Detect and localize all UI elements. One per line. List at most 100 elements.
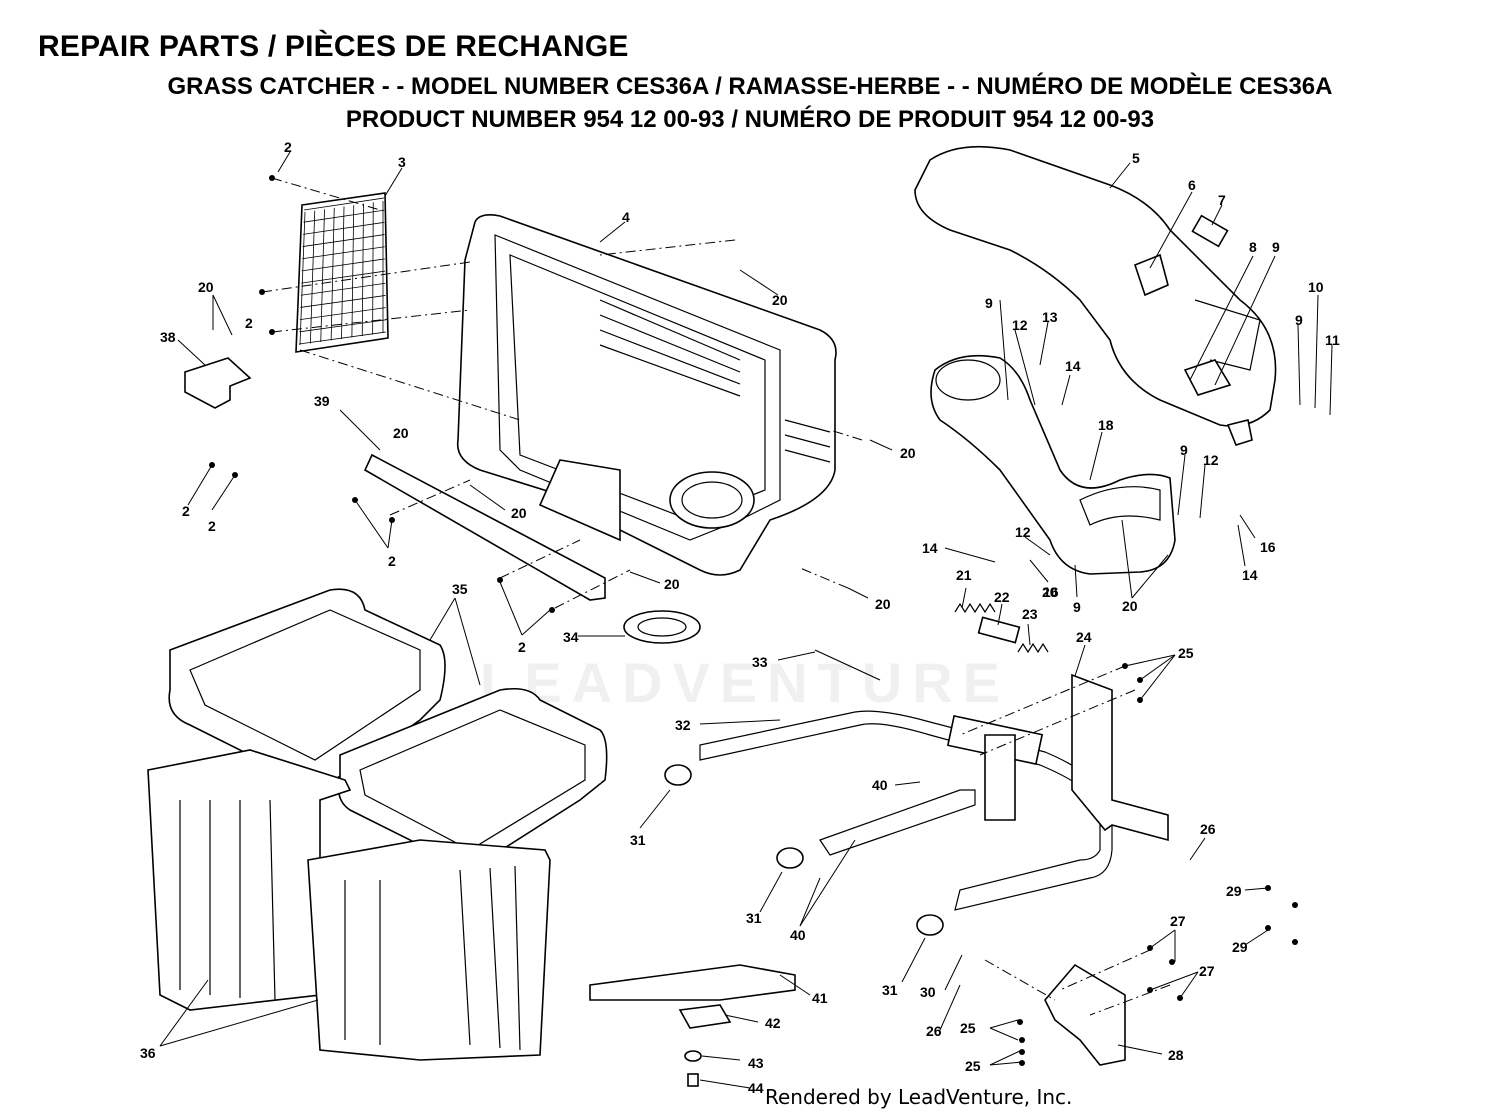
page-title: REPAIR PARTS / PIÈCES DE RECHANGE xyxy=(38,30,629,63)
part-28-bracket xyxy=(1044,963,1126,1066)
callout-36: 36 xyxy=(140,1045,156,1061)
callout-labels: 2 3 4 5 6 7 8 9 9 9 9 9 10 11 12 12 12 1… xyxy=(140,139,1340,1096)
callout-3: 3 xyxy=(398,154,406,170)
part-38-bracket xyxy=(184,357,252,409)
part-41-blade xyxy=(589,964,796,1001)
callout-31a: 31 xyxy=(630,832,646,848)
callout-20b: 20 xyxy=(198,279,214,295)
part-lower-chute xyxy=(930,354,1176,575)
part-39-plate xyxy=(363,453,606,601)
model-number-line: GRASS CATCHER - - MODEL NUMBER CES36A / … xyxy=(167,73,1333,100)
callout-14a: 14 xyxy=(1065,358,1081,374)
callout-2b: 2 xyxy=(245,315,253,331)
callout-30: 30 xyxy=(920,984,936,1000)
callout-32: 32 xyxy=(675,717,691,733)
callout-43: 43 xyxy=(748,1055,764,1071)
part-23-spring xyxy=(1017,642,1049,654)
callout-9c: 9 xyxy=(1295,312,1303,328)
callout-33: 33 xyxy=(752,654,768,670)
callout-29a: 29 xyxy=(1226,883,1242,899)
callout-18: 18 xyxy=(1098,417,1114,433)
part-22-sleeve xyxy=(977,616,1021,644)
callout-4: 4 xyxy=(622,209,630,225)
callout-29b: 29 xyxy=(1232,939,1248,955)
callout-20g: 20 xyxy=(875,596,891,612)
part-42-adapter xyxy=(678,1004,732,1029)
callout-12c: 12 xyxy=(1015,524,1031,540)
part-screen-grille xyxy=(295,192,389,353)
callout-2: 2 xyxy=(284,139,292,155)
callout-22: 22 xyxy=(994,589,1010,605)
callout-25a: 25 xyxy=(1178,645,1194,661)
callout-8: 8 xyxy=(1249,239,1257,255)
callout-40b: 40 xyxy=(790,927,806,943)
callout-14b: 14 xyxy=(922,540,938,556)
callout-20a: 20 xyxy=(772,292,788,308)
callout-24: 24 xyxy=(1076,629,1092,645)
callout-9b: 9 xyxy=(985,295,993,311)
callout-40a: 40 xyxy=(872,777,888,793)
part-44-bolt xyxy=(687,1073,699,1087)
callout-7: 7 xyxy=(1218,192,1226,208)
callout-42: 42 xyxy=(765,1015,781,1031)
callout-16a: 16 xyxy=(1043,584,1059,600)
part-32-frame-tube xyxy=(699,710,1113,911)
part-24-bracket xyxy=(1071,673,1169,842)
callout-20i: 20 xyxy=(1042,584,1058,600)
callout-25c: 25 xyxy=(965,1058,981,1074)
callout-12b: 12 xyxy=(1203,452,1219,468)
part-33-rod xyxy=(814,649,881,681)
part-31-cap-b xyxy=(776,847,804,869)
callout-27a: 27 xyxy=(1170,913,1186,929)
callout-41: 41 xyxy=(812,990,828,1006)
callout-31b: 31 xyxy=(746,910,762,926)
callout-6: 6 xyxy=(1188,177,1196,193)
product-number-line: PRODUCT NUMBER 954 12 00-93 / NUMÉRO DE … xyxy=(345,106,1155,133)
part-43-washer xyxy=(684,1050,702,1062)
callout-26a: 26 xyxy=(1200,821,1216,837)
callout-2e: 2 xyxy=(388,553,396,569)
leader-lines xyxy=(159,151,1333,1089)
assembly-lines xyxy=(261,177,1171,1016)
callout-10: 10 xyxy=(1308,279,1324,295)
callout-44: 44 xyxy=(748,1080,764,1096)
callout-38: 38 xyxy=(160,329,176,345)
hardware-fasteners xyxy=(209,175,1298,1066)
part-34-ring xyxy=(623,610,701,644)
part-35-basket-tops xyxy=(168,588,608,871)
callout-9e: 9 xyxy=(1073,599,1081,615)
callout-28: 28 xyxy=(1168,1047,1184,1063)
callout-16b: 16 xyxy=(1260,539,1276,555)
callout-21: 21 xyxy=(956,567,972,583)
callout-9d: 9 xyxy=(1180,442,1188,458)
part-31-cap-a xyxy=(664,764,692,786)
callout-20f: 20 xyxy=(664,576,680,592)
part-catcher-lid xyxy=(456,214,837,576)
callout-20h: 20 xyxy=(1122,598,1138,614)
part-21-spring xyxy=(954,602,996,614)
callout-35: 35 xyxy=(452,581,468,597)
callout-2c: 2 xyxy=(182,503,190,519)
callout-13: 13 xyxy=(1042,309,1058,325)
part-36-basket-bottoms xyxy=(147,749,551,1061)
callout-20d: 20 xyxy=(900,445,916,461)
callout-9a: 9 xyxy=(1272,239,1280,255)
callout-25b: 25 xyxy=(960,1020,976,1036)
callout-14c: 14 xyxy=(1242,567,1258,583)
callout-12a: 12 xyxy=(1012,317,1028,333)
part-31-cap-c xyxy=(916,914,944,936)
callout-27b: 27 xyxy=(1199,963,1215,979)
callout-2f: 2 xyxy=(518,639,526,655)
callout-2d: 2 xyxy=(208,518,216,534)
callout-34: 34 xyxy=(563,629,579,645)
callout-11: 11 xyxy=(1325,332,1340,348)
footer-credit: Rendered by LeadVenture, Inc. xyxy=(765,1085,1073,1109)
callout-39: 39 xyxy=(314,393,330,409)
callout-5: 5 xyxy=(1132,150,1140,166)
callout-20c: 20 xyxy=(393,425,409,441)
watermark: LEADVENTURE xyxy=(480,651,1011,714)
callout-26b: 26 xyxy=(926,1023,942,1039)
callout-20e: 20 xyxy=(511,505,527,521)
callout-23: 23 xyxy=(1022,606,1038,622)
